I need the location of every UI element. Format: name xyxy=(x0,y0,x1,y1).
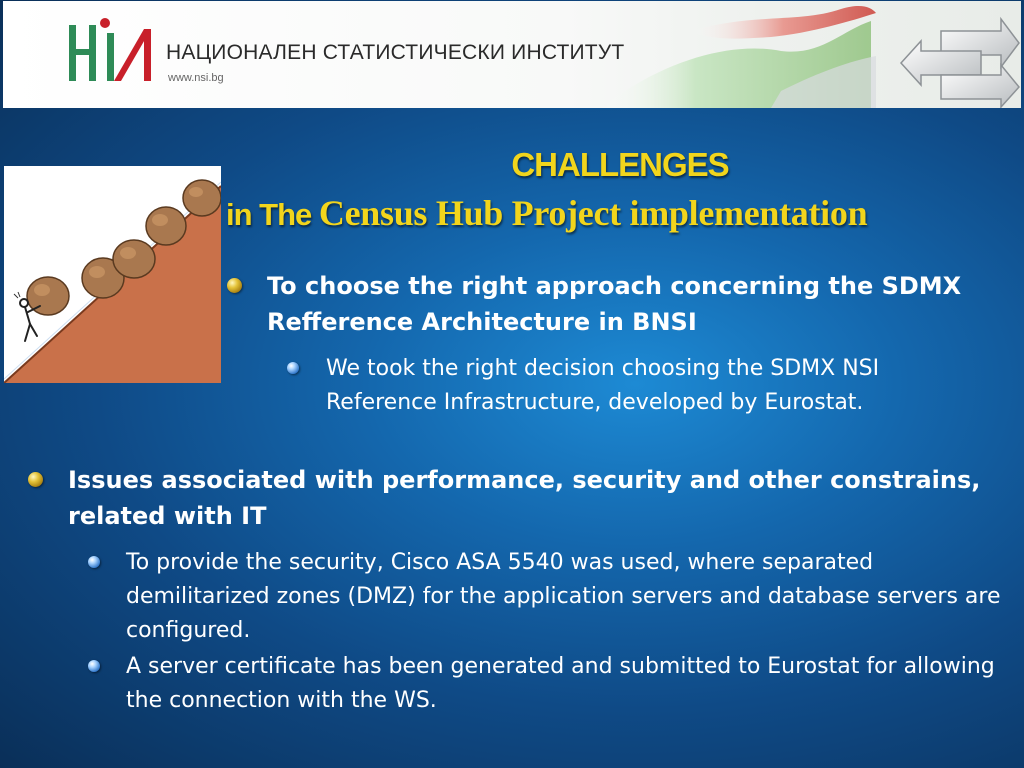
title-lead: in The xyxy=(226,197,319,232)
section-2-text: Issues associated with performance, secu… xyxy=(68,466,981,530)
section-1-text: To choose the right approach concerning … xyxy=(267,272,962,336)
bullet-icon xyxy=(28,472,43,487)
header-banner: НАЦИОНАЛЕН СТАТИСТИЧЕСКИ ИНСТИТУТ www.ns… xyxy=(3,1,1021,108)
section-1-subitem-1: We took the right decision choosing the … xyxy=(326,356,880,415)
slide-title-line1: CHALLENGES xyxy=(511,146,729,183)
slide-title-line2: in The Census Hub Project implementation xyxy=(226,192,868,234)
bulgaria-map-arrows-art xyxy=(601,6,1020,108)
title-rest: Census Hub Project implementation xyxy=(318,193,868,233)
institute-name: НАЦИОНАЛЕН СТАТИСТИЧЕСКИ ИНСТИТУТ xyxy=(166,41,625,64)
sub-bullet-icon xyxy=(88,556,100,568)
sub-bullet-icon xyxy=(287,362,299,374)
nsi-logo-icon xyxy=(69,18,151,81)
section-2-subitem-2: A server certificate has been generated … xyxy=(126,654,995,713)
section-2-subitem-1: To provide the security, Cisco ASA 5540 … xyxy=(126,550,1001,643)
sub-bullet-icon xyxy=(88,660,100,672)
institute-url: www.nsi.bg xyxy=(168,72,224,84)
bullet-icon xyxy=(227,278,242,293)
uphill-boulders-icon xyxy=(4,166,221,383)
